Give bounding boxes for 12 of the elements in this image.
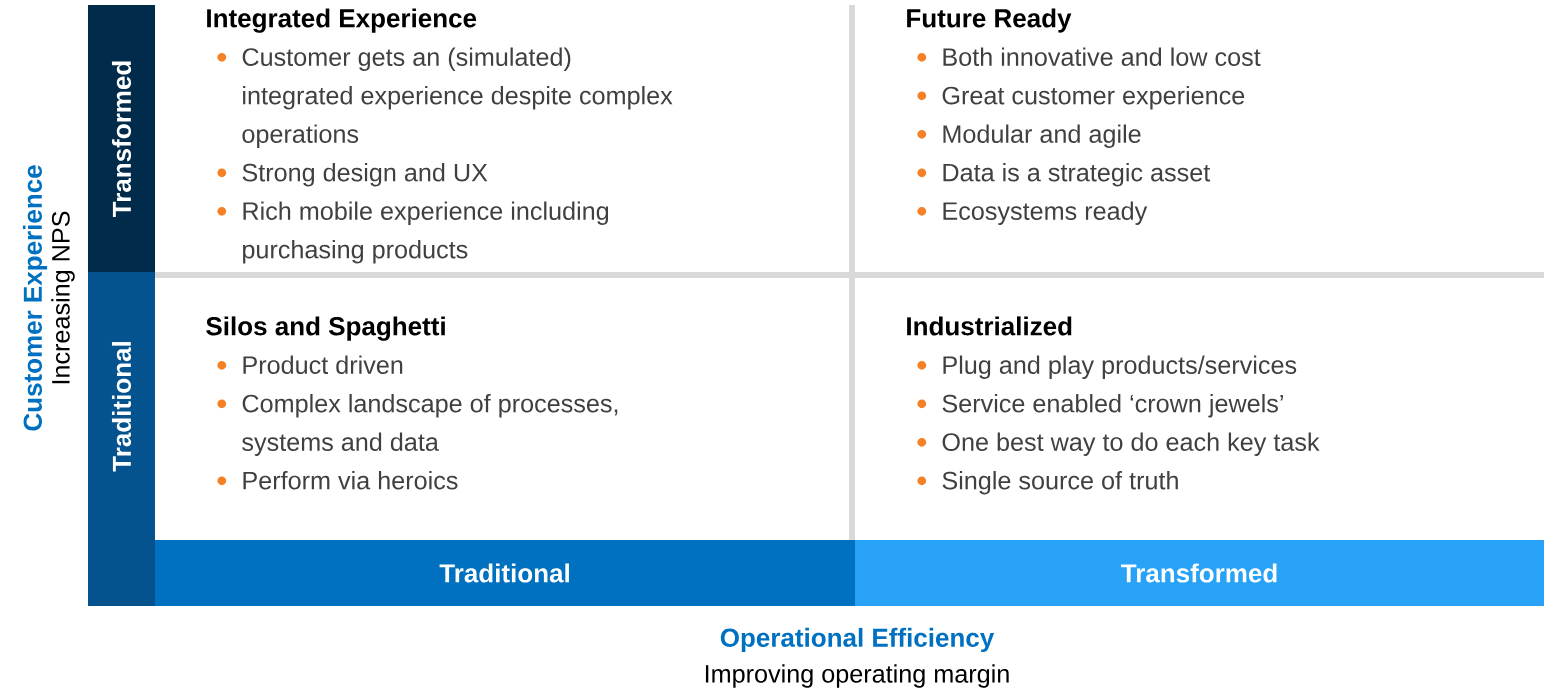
quadrant-text: Silos and Spaghetti Product driven Complex landscape of processes, systems and data Perform via heroics — [206, 316, 618, 490]
axis-title: Operational Efficiency — [720, 627, 995, 653]
axis-subtitle: Increasing NPS — [51, 211, 75, 384]
node-label: Traditional — [111, 342, 132, 472]
axis-band: Transformed — [855, 540, 1544, 606]
axis-title: Customer Experience — [22, 165, 48, 431]
quadrant-text: Integrated Experience Customer gets an (simulated) integrated experience despite complex operations Strong design and UX Rich mobile experience including purchasing products — [207, 8, 673, 264]
axis-band: Traditional — [155, 540, 855, 606]
axis-band: Transformed — [88, 5, 155, 272]
quadrant-text: Industrialized Plug and play products/services Service enabled ‘crown jewels’ One best way to do each key task Single source of truth — [907, 316, 1320, 495]
quadrant-text: Future Ready Both innovative and low cost Great customer experience Modular and agile Data is a strategic asset Ecosystems ready — [907, 8, 1261, 225]
axis-subtitle: Improving operating margin — [705, 664, 1009, 688]
